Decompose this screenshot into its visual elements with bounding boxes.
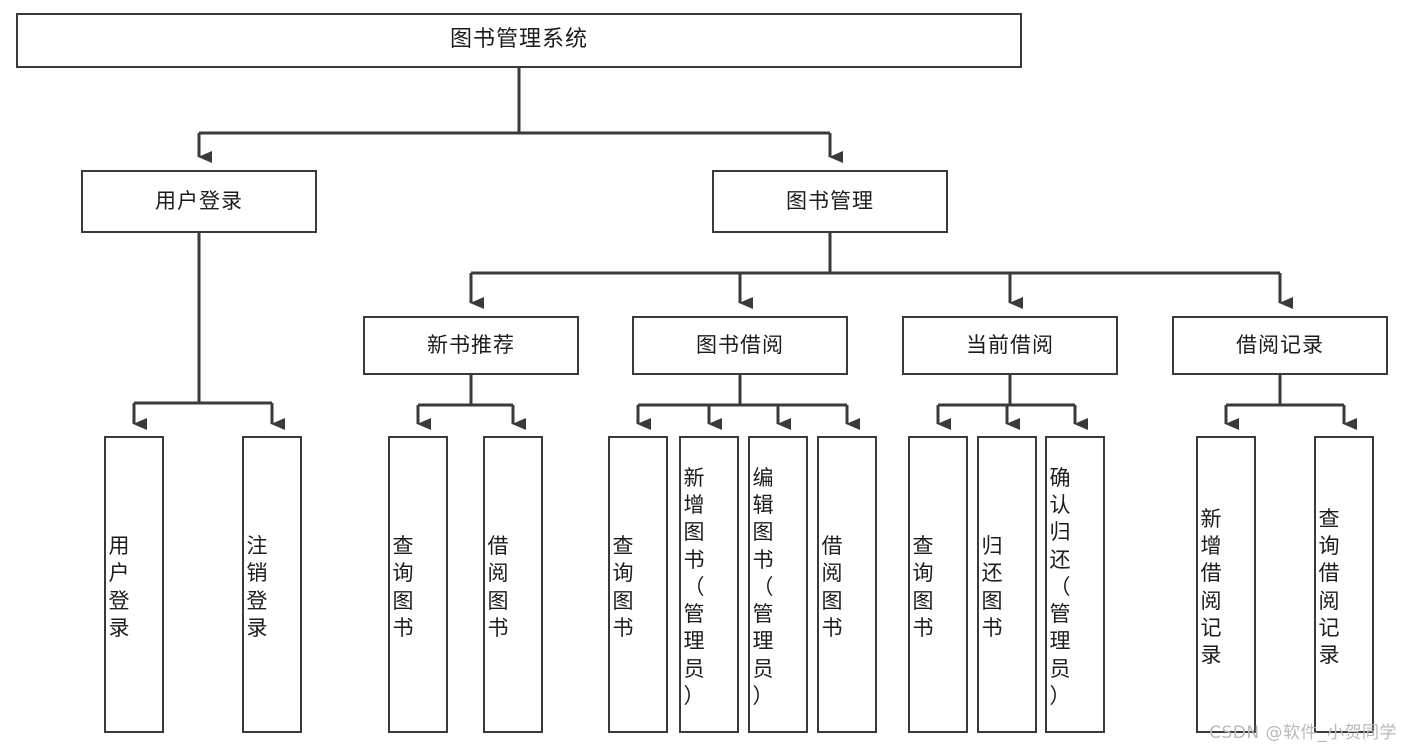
leaf-node-label: 确 认 归 还 （ 管 理 员 ）: [1049, 465, 1071, 709]
leaf-node[interactable]: 新 增 图 书 （ 管 理 员 ）: [679, 436, 739, 733]
leaf-node-label: 查 询 图 书: [912, 533, 934, 640]
leaf-node-label: 查 询 图 书: [612, 533, 634, 640]
leaf-node[interactable]: 用 户 登 录: [104, 436, 164, 733]
node-user-login[interactable]: 用户登录: [81, 170, 317, 233]
node-book-management[interactable]: 图书管理: [712, 170, 948, 233]
leaf-node[interactable]: 查 询 图 书: [908, 436, 968, 733]
leaf-node-label: 借 阅 图 书: [821, 533, 843, 640]
node-new-book-recommend-label: 新书推荐: [427, 332, 515, 357]
node-borrow-record-label: 借阅记录: [1236, 332, 1324, 357]
leaf-node-label: 查 询 借 阅 记 录: [1318, 506, 1340, 668]
leaf-node-label: 新 增 图 书 （ 管 理 员 ）: [683, 465, 705, 709]
node-book-borrow-label: 图书借阅: [696, 332, 784, 357]
leaf-node-label: 新 增 借 阅 记 录: [1200, 506, 1222, 668]
leaf-node-label: 注 销 登 录: [246, 533, 268, 640]
node-root-label: 图书管理系统: [449, 27, 588, 53]
node-borrow-record[interactable]: 借阅记录: [1172, 316, 1388, 375]
node-new-book-recommend[interactable]: 新书推荐: [363, 316, 579, 375]
leaf-node-label: 编 辑 图 书 （ 管 理 员 ）: [752, 465, 774, 709]
node-book-borrow[interactable]: 图书借阅: [632, 316, 848, 375]
leaf-node[interactable]: 查 询 借 阅 记 录: [1314, 436, 1374, 733]
leaf-node[interactable]: 编 辑 图 书 （ 管 理 员 ）: [748, 436, 808, 733]
node-book-management-label: 图书管理: [786, 188, 874, 213]
leaf-node-label: 查 询 图 书: [392, 533, 414, 640]
leaf-node-label: 借 阅 图 书: [487, 533, 509, 640]
leaf-node[interactable]: 归 还 图 书: [977, 436, 1037, 733]
leaf-node-label: 归 还 图 书: [981, 533, 1003, 640]
watermark: CSDN @软件_小贺同学: [1209, 723, 1397, 743]
node-root[interactable]: 图书管理系统: [16, 13, 1022, 68]
node-current-borrow-label: 当前借阅: [966, 332, 1054, 357]
node-current-borrow[interactable]: 当前借阅: [902, 316, 1118, 375]
leaf-node[interactable]: 借 阅 图 书: [817, 436, 877, 733]
node-user-login-label: 用户登录: [155, 188, 243, 213]
leaf-node-label: 用 户 登 录: [108, 533, 130, 640]
leaf-node[interactable]: 查 询 图 书: [608, 436, 668, 733]
leaf-node[interactable]: 新 增 借 阅 记 录: [1196, 436, 1256, 733]
leaf-node[interactable]: 确 认 归 还 （ 管 理 员 ）: [1045, 436, 1105, 733]
leaf-node[interactable]: 注 销 登 录: [242, 436, 302, 733]
leaf-node[interactable]: 借 阅 图 书: [483, 436, 543, 733]
leaf-node[interactable]: 查 询 图 书: [388, 436, 448, 733]
